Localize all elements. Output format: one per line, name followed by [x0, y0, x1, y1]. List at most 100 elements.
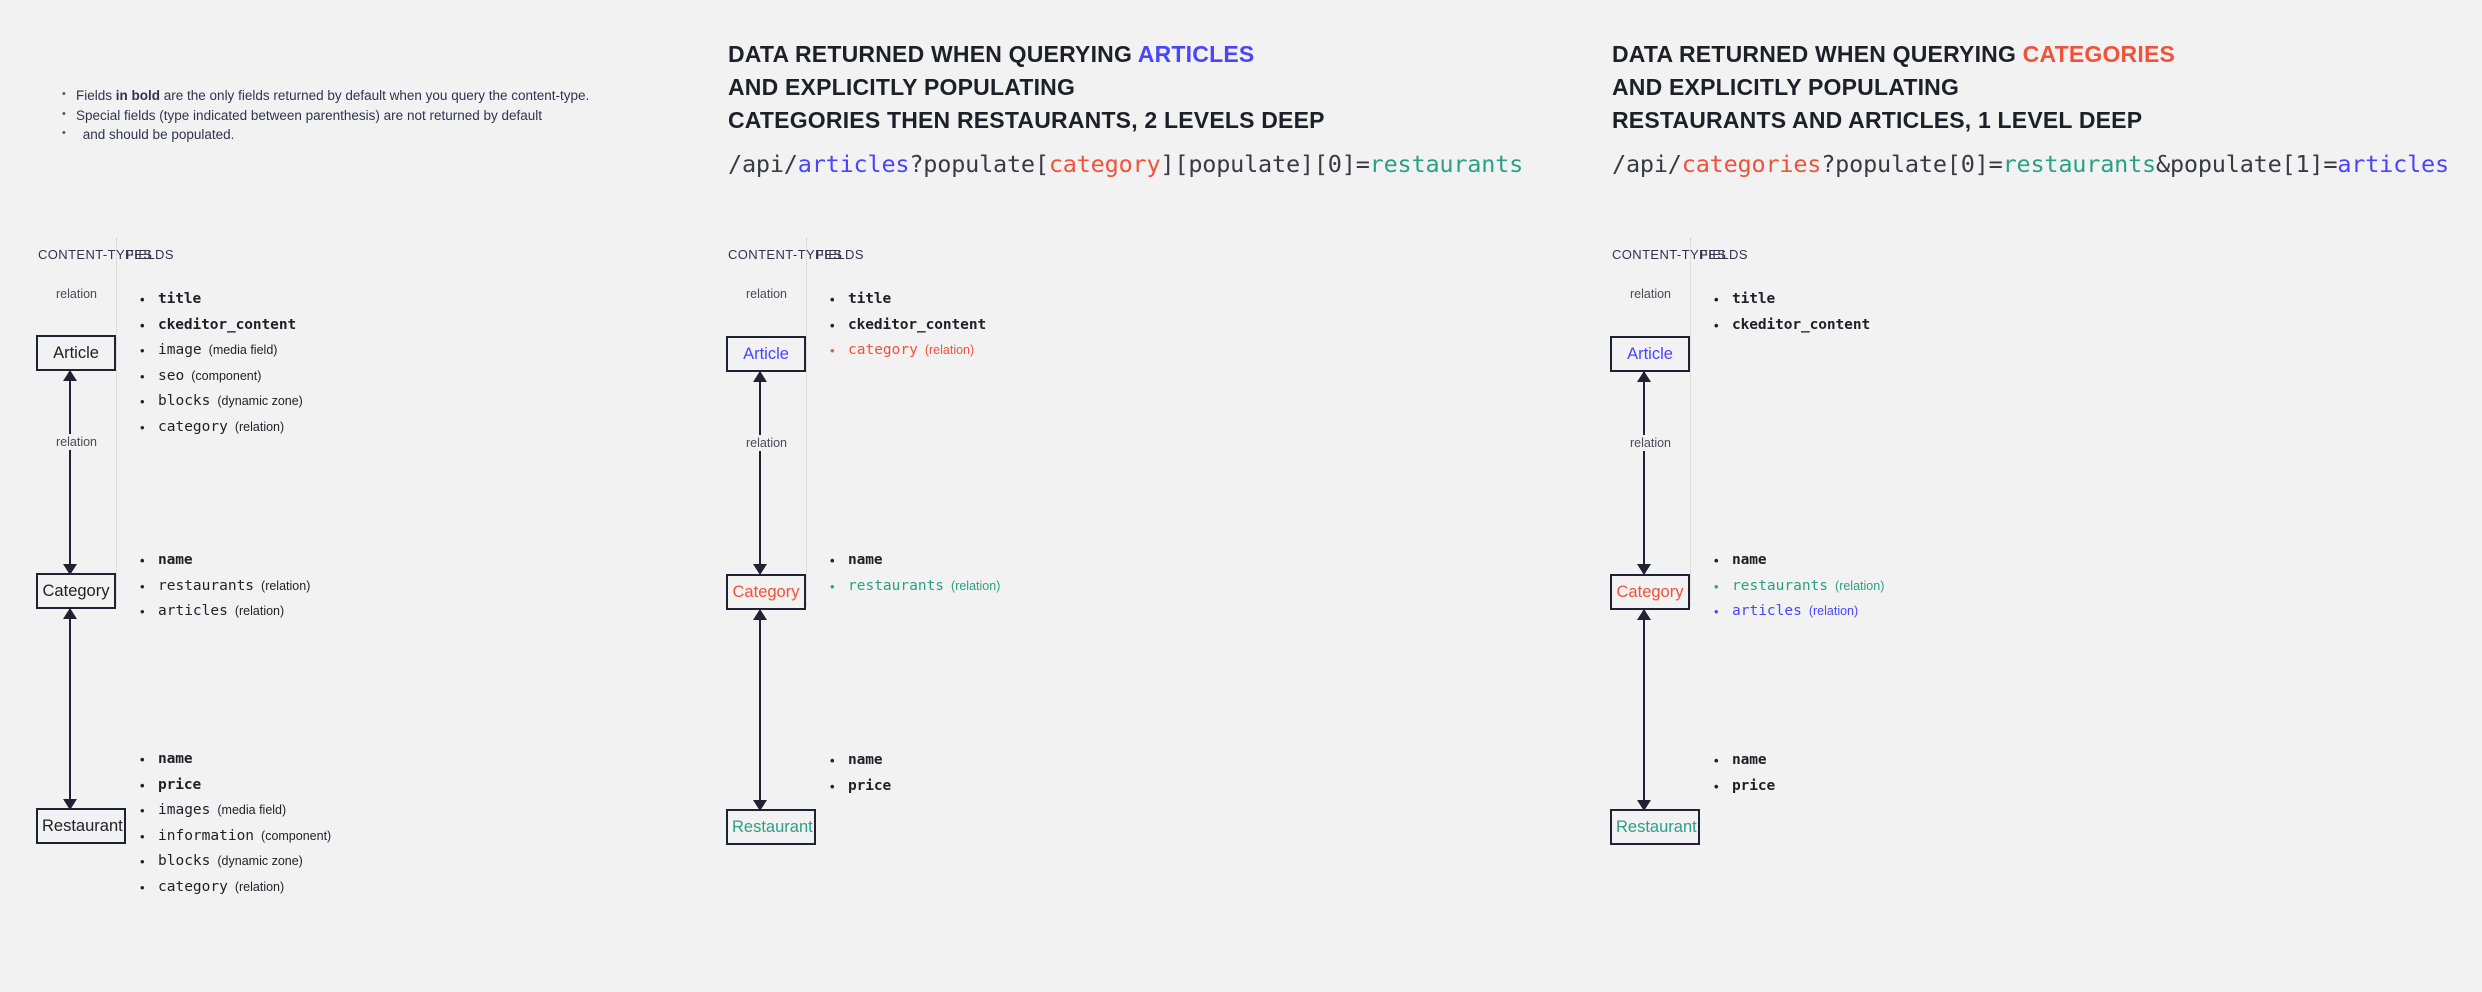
field-name: price	[848, 777, 892, 794]
field-type: (relation)	[261, 578, 311, 593]
field-name: ckeditor_content	[848, 316, 987, 333]
field-type: (dynamic zone)	[217, 854, 303, 869]
field-row: name	[1712, 548, 1884, 574]
field-name: title	[158, 291, 202, 307]
relation-label: relation	[1625, 286, 1676, 302]
panel-title-line-3: RESTAURANTS AND ARTICLES, 1 LEVEL DEEP	[1612, 107, 2143, 133]
field-name: name	[848, 752, 883, 768]
field-row: images(media field)	[138, 798, 331, 824]
node-category[interactable]: Category	[726, 574, 806, 610]
field-row: name	[138, 548, 310, 574]
field-name: blocks	[158, 393, 211, 410]
panel-title: DATA RETURNED WHEN QUERYING CATEGORIES A…	[1612, 38, 2175, 137]
relation-arrow-category-restaurant	[63, 608, 77, 810]
content-types-header: CONTENT-TYPES	[38, 247, 153, 262]
url-seg-articles: articles	[797, 150, 910, 178]
field-row: information(component)	[138, 824, 331, 850]
node-article[interactable]: Article	[1610, 336, 1690, 372]
legend-bullet: Special fields (type indicated between p…	[60, 105, 589, 126]
relation-label: relation	[51, 434, 102, 450]
field-name: ckeditor_content	[158, 316, 297, 333]
field-type: (relation)	[951, 578, 1001, 593]
relation-arrow-article-category	[1637, 371, 1651, 575]
highlight-articles: ARTICLES	[1137, 41, 1255, 67]
node-label: Article	[743, 345, 789, 363]
field-row: ckeditor_content	[1712, 313, 1870, 339]
field-name: restaurants	[158, 577, 255, 594]
field-name: images	[158, 802, 211, 819]
node-label: Restaurant	[1616, 818, 1697, 836]
panel-title-line-1: DATA RETURNED WHEN QUERYING CATEGORIES	[1612, 41, 2176, 67]
field-name: restaurants	[1732, 577, 1829, 594]
column-divider	[1690, 238, 1692, 606]
field-row: blocks(dynamic zone)	[138, 849, 331, 875]
field-row: name	[1712, 748, 1775, 774]
field-row: title	[828, 287, 986, 313]
field-type: (media field)	[208, 343, 278, 358]
field-row: name	[828, 548, 1000, 574]
node-article[interactable]: Article	[36, 335, 116, 371]
node-category[interactable]: Category	[36, 573, 116, 609]
field-row: name	[138, 747, 331, 773]
url-seg: ][populate][0]=	[1160, 150, 1370, 178]
field-row: ckeditor_content	[138, 313, 303, 339]
legend-bullet-cont: xand should be populated.	[60, 124, 589, 145]
field-row: seo(component)	[138, 364, 303, 390]
field-name: price	[1732, 777, 1776, 794]
fieldlist-article: title ckeditor_content	[1712, 287, 1870, 338]
relation-arrow-article-category	[63, 370, 77, 575]
field-type: (relation)	[234, 604, 285, 619]
field-type: (relation)	[234, 419, 285, 434]
url-seg-restaurants: restaurants	[2002, 150, 2157, 178]
field-row: name	[828, 748, 891, 774]
panel-title-line-3: CATEGORIES THEN RESTAURANTS, 2 LEVELS DE…	[728, 107, 1325, 133]
field-name: name	[848, 552, 883, 568]
url-seg: ?populate[	[909, 150, 1049, 178]
field-row: ckeditor_content	[828, 313, 986, 339]
field-name: name	[1732, 552, 1767, 568]
field-name: articles	[158, 603, 228, 620]
highlight-categories: CATEGORIES	[2022, 41, 2176, 67]
relation-arrow-category-restaurant	[1637, 609, 1651, 811]
url-seg-categories: categories	[1681, 150, 1822, 178]
field-row: price	[828, 774, 891, 800]
node-restaurant[interactable]: Restaurant	[726, 809, 816, 845]
field-name: information	[158, 827, 255, 844]
relation-label: relation	[51, 286, 102, 302]
relation-label: relation	[741, 435, 792, 451]
api-url: /api/categories?populate[0]=restaurants&…	[1612, 150, 2449, 178]
field-row: blocks(dynamic zone)	[138, 389, 303, 415]
node-restaurant[interactable]: Restaurant	[36, 808, 126, 844]
legend-bullets: Fields in bold are the only fields retur…	[60, 85, 589, 145]
field-row: price	[138, 773, 331, 799]
url-seg-restaurants: restaurants	[1369, 150, 1524, 178]
legend-bullet: Fields in bold are the only fields retur…	[60, 85, 589, 106]
field-row: restaurants (relation)	[138, 574, 310, 600]
panel-title-line-1: DATA RETURNED WHEN QUERYING ARTICLES	[728, 41, 1255, 67]
url-seg: ?populate[0]=	[1821, 150, 2003, 178]
field-name: image	[158, 342, 202, 359]
field-type: (relation)	[924, 343, 975, 358]
field-name: category	[158, 418, 228, 435]
field-row: articles (relation)	[138, 599, 310, 625]
panel-title-line-2: AND EXPLICITLY POPULATING	[1612, 74, 1960, 100]
field-row: title	[1712, 287, 1870, 313]
field-type: (relation)	[1808, 604, 1859, 619]
node-restaurant[interactable]: Restaurant	[1610, 809, 1700, 845]
fieldlist-category: name restaurants(relation) articles(rela…	[1712, 548, 1884, 625]
field-name: name	[158, 552, 193, 568]
fieldlist-restaurant: name price images(media field) informati…	[138, 747, 331, 901]
panel-available-data: Fields in bold are the only fields retur…	[0, 0, 860, 992]
node-article[interactable]: Article	[726, 336, 806, 372]
node-label: Restaurant	[42, 817, 123, 835]
field-row: category (relation)	[138, 415, 303, 441]
field-row: category (relation)	[828, 338, 986, 364]
node-category[interactable]: Category	[1610, 574, 1690, 610]
column-divider	[116, 238, 118, 606]
api-url: /api/articles?populate[category][populat…	[728, 150, 1523, 178]
field-name: category	[848, 342, 918, 359]
content-types-header: CONTENT-TYPES	[1612, 247, 1727, 262]
url-seg-articles: articles	[2337, 150, 2449, 178]
relation-label: relation	[741, 286, 792, 302]
field-name: ckeditor_content	[1732, 316, 1871, 333]
